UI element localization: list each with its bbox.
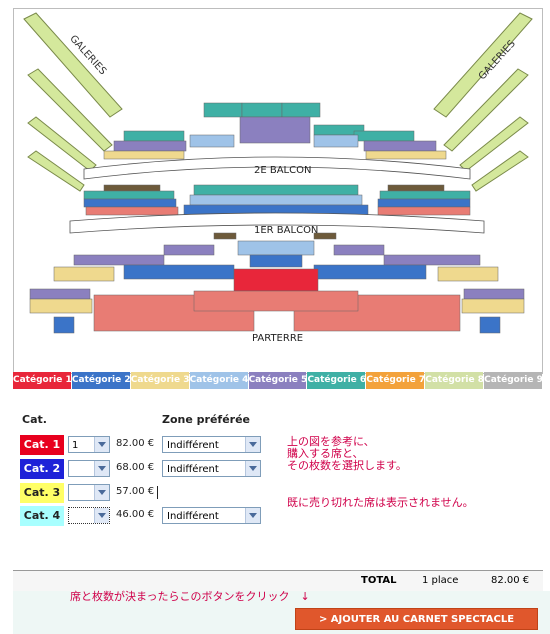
quantity-select[interactable] [68, 507, 110, 524]
price-label: 82.00 € [116, 438, 155, 449]
quantity-select[interactable] [68, 484, 110, 501]
legend-cat-4: Catégorie 4 [189, 372, 248, 389]
legend-cat-9: Catégorie 9 [484, 372, 543, 389]
quantity-select[interactable] [68, 460, 110, 477]
chevron-down-icon[interactable] [245, 437, 260, 452]
balcon1-rail [69, 212, 485, 234]
zone-value: Indifférent [167, 464, 219, 475]
balcon2-label: 2E BALCON [254, 165, 311, 176]
text-cursor [157, 486, 158, 499]
zone-select[interactable]: Indifférent [162, 460, 261, 477]
zone-value: Indifférent [167, 440, 219, 451]
zone-select[interactable]: Indifférent [162, 436, 261, 453]
instruction-note-3: その枚数を選択します。 [287, 459, 407, 472]
cat-badge: Cat. 4 [20, 506, 64, 526]
instruction-note-2: 購入する席と、 [287, 447, 364, 460]
zone-select[interactable]: Indifférent [162, 507, 261, 524]
total-bar: TOTAL 1 place 82.00 € [13, 570, 543, 592]
chevron-down-icon[interactable] [94, 485, 109, 500]
total-places: 1 place [422, 575, 459, 586]
legend-cat-1: Catégorie 1 [13, 372, 71, 389]
legend-cat-6: Catégorie 6 [307, 372, 366, 389]
galeries-right[interactable] [433, 12, 533, 192]
quantity-value: 1 [72, 440, 79, 451]
col-zone-header: Zone préférée [162, 413, 251, 426]
col-cat-header: Cat. [22, 413, 47, 426]
balcon2-rail [83, 156, 471, 180]
price-label: 68.00 € [116, 462, 155, 473]
total-label: TOTAL [361, 575, 397, 586]
total-amount: 82.00 € [491, 575, 530, 586]
cat-badge: Cat. 3 [20, 483, 64, 503]
parterre-label: PARTERRE [252, 333, 303, 344]
galeries-left[interactable] [23, 12, 123, 192]
seating-map-graphic[interactable]: GALERIES GALERIES 2E BALCON [14, 9, 542, 373]
seating-map[interactable]: GALERIES GALERIES 2E BALCON [13, 8, 543, 374]
zone-value: Indifférent [167, 511, 219, 522]
balcon1-label: 1ER BALCON [254, 225, 318, 236]
chevron-down-icon[interactable] [94, 508, 109, 523]
legend-cat-8: Catégorie 8 [425, 372, 484, 389]
quantity-select[interactable]: 1 [68, 436, 110, 453]
soldout-note: 既に売り切れた席は表示されません。 [287, 496, 474, 509]
instruction-note-1: 上の図を参考に、 [287, 435, 375, 448]
chevron-down-icon[interactable] [94, 437, 109, 452]
submit-area: 席と枚数が決まったらこのボタンをクリック ↓ > AJOUTER AU CARN… [13, 591, 550, 634]
category-legend: Catégorie 1 Catégorie 2 Catégorie 3 Caté… [13, 372, 543, 389]
click-button-note: 席と枚数が決まったらこのボタンをクリック ↓ [70, 590, 310, 603]
cat-badge: Cat. 2 [20, 459, 64, 479]
legend-cat-5: Catégorie 5 [248, 372, 307, 389]
legend-cat-3: Catégorie 3 [130, 372, 189, 389]
price-label: 46.00 € [116, 509, 155, 520]
add-to-cart-button[interactable]: > AJOUTER AU CARNET SPECTACLE [295, 608, 538, 630]
price-label: 57.00 € [116, 486, 155, 497]
legend-cat-2: Catégorie 2 [71, 372, 130, 389]
cat-badge: Cat. 1 [20, 435, 64, 455]
parterre-seats[interactable] [29, 232, 525, 334]
chevron-down-icon[interactable] [245, 508, 260, 523]
legend-cat-7: Catégorie 7 [366, 372, 425, 389]
chevron-down-icon[interactable] [94, 461, 109, 476]
balcon2-seats[interactable] [103, 102, 447, 160]
chevron-down-icon[interactable] [245, 461, 260, 476]
